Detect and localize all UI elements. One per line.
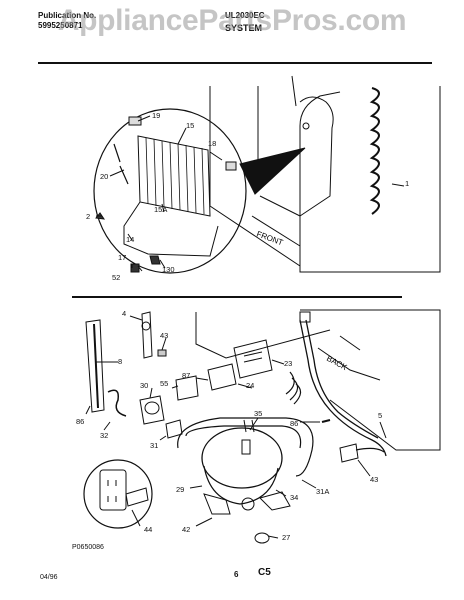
callout-55: 55	[160, 379, 168, 388]
publication-label: Publication No.	[38, 11, 97, 20]
callout-8: 8	[118, 357, 122, 366]
upper-diagram: FRONT 19 15 18 20 1 15A 2 14 17 52 130	[86, 75, 441, 282]
watermark: AppliancePartsPros.com	[57, 4, 407, 37]
cover-bar	[85, 319, 105, 413]
page-number: 6	[234, 570, 239, 579]
top-divider	[38, 62, 432, 64]
callout-31a: 31A	[316, 487, 329, 496]
callout-14: 14	[126, 235, 134, 244]
figure-code: P0650086	[72, 544, 104, 551]
page-code: C5	[258, 567, 271, 578]
lower-diagram: BACK 4 43 8 87 23 30 55 24 86 32 35 86 3…	[76, 309, 441, 544]
callout-23: 23	[284, 359, 292, 368]
callout-2: 2	[86, 212, 90, 221]
section-title: SYSTEM	[225, 23, 263, 33]
callout-24: 24	[246, 381, 254, 390]
callout-34: 34	[290, 493, 298, 502]
callout-20: 20	[100, 172, 108, 181]
callout-18: 18	[208, 139, 216, 148]
callout-15a: 15A	[154, 205, 167, 214]
callout-31: 31	[150, 441, 158, 450]
callout-1: 1	[405, 179, 409, 188]
back-label: BACK	[325, 354, 349, 372]
evaporator-fins	[145, 137, 205, 215]
callout-86-right: 86	[290, 419, 298, 428]
callout-86-left: 86	[76, 417, 84, 426]
cabinet-shadow	[239, 147, 306, 195]
callout-35: 35	[254, 409, 262, 418]
callout-44: 44	[144, 525, 152, 534]
callout-15: 15	[186, 121, 194, 130]
compressor	[201, 427, 283, 489]
callout-52: 52	[112, 273, 120, 282]
callout-43-upper: 43	[160, 331, 168, 340]
callout-29: 29	[176, 485, 184, 494]
callout-42: 42	[182, 525, 190, 534]
callout-87: 87	[182, 371, 190, 380]
callout-27: 27	[282, 533, 290, 542]
model-number: UL2030EC	[225, 11, 265, 20]
callout-4: 4	[122, 309, 126, 318]
back-coil	[369, 87, 380, 215]
publication-number: 5995250871	[38, 21, 83, 30]
callout-17: 17	[118, 253, 126, 262]
middle-divider	[72, 296, 402, 298]
callout-130: 130	[162, 265, 175, 274]
cabinet-outline	[209, 86, 441, 273]
callout-19: 19	[152, 111, 160, 120]
callout-43-lower: 43	[370, 475, 378, 484]
callout-5: 5	[378, 411, 382, 420]
front-label: FRONT	[255, 229, 284, 247]
callout-32: 32	[100, 431, 108, 440]
footer-date: 04/96	[40, 574, 58, 581]
callout-30: 30	[140, 381, 148, 390]
